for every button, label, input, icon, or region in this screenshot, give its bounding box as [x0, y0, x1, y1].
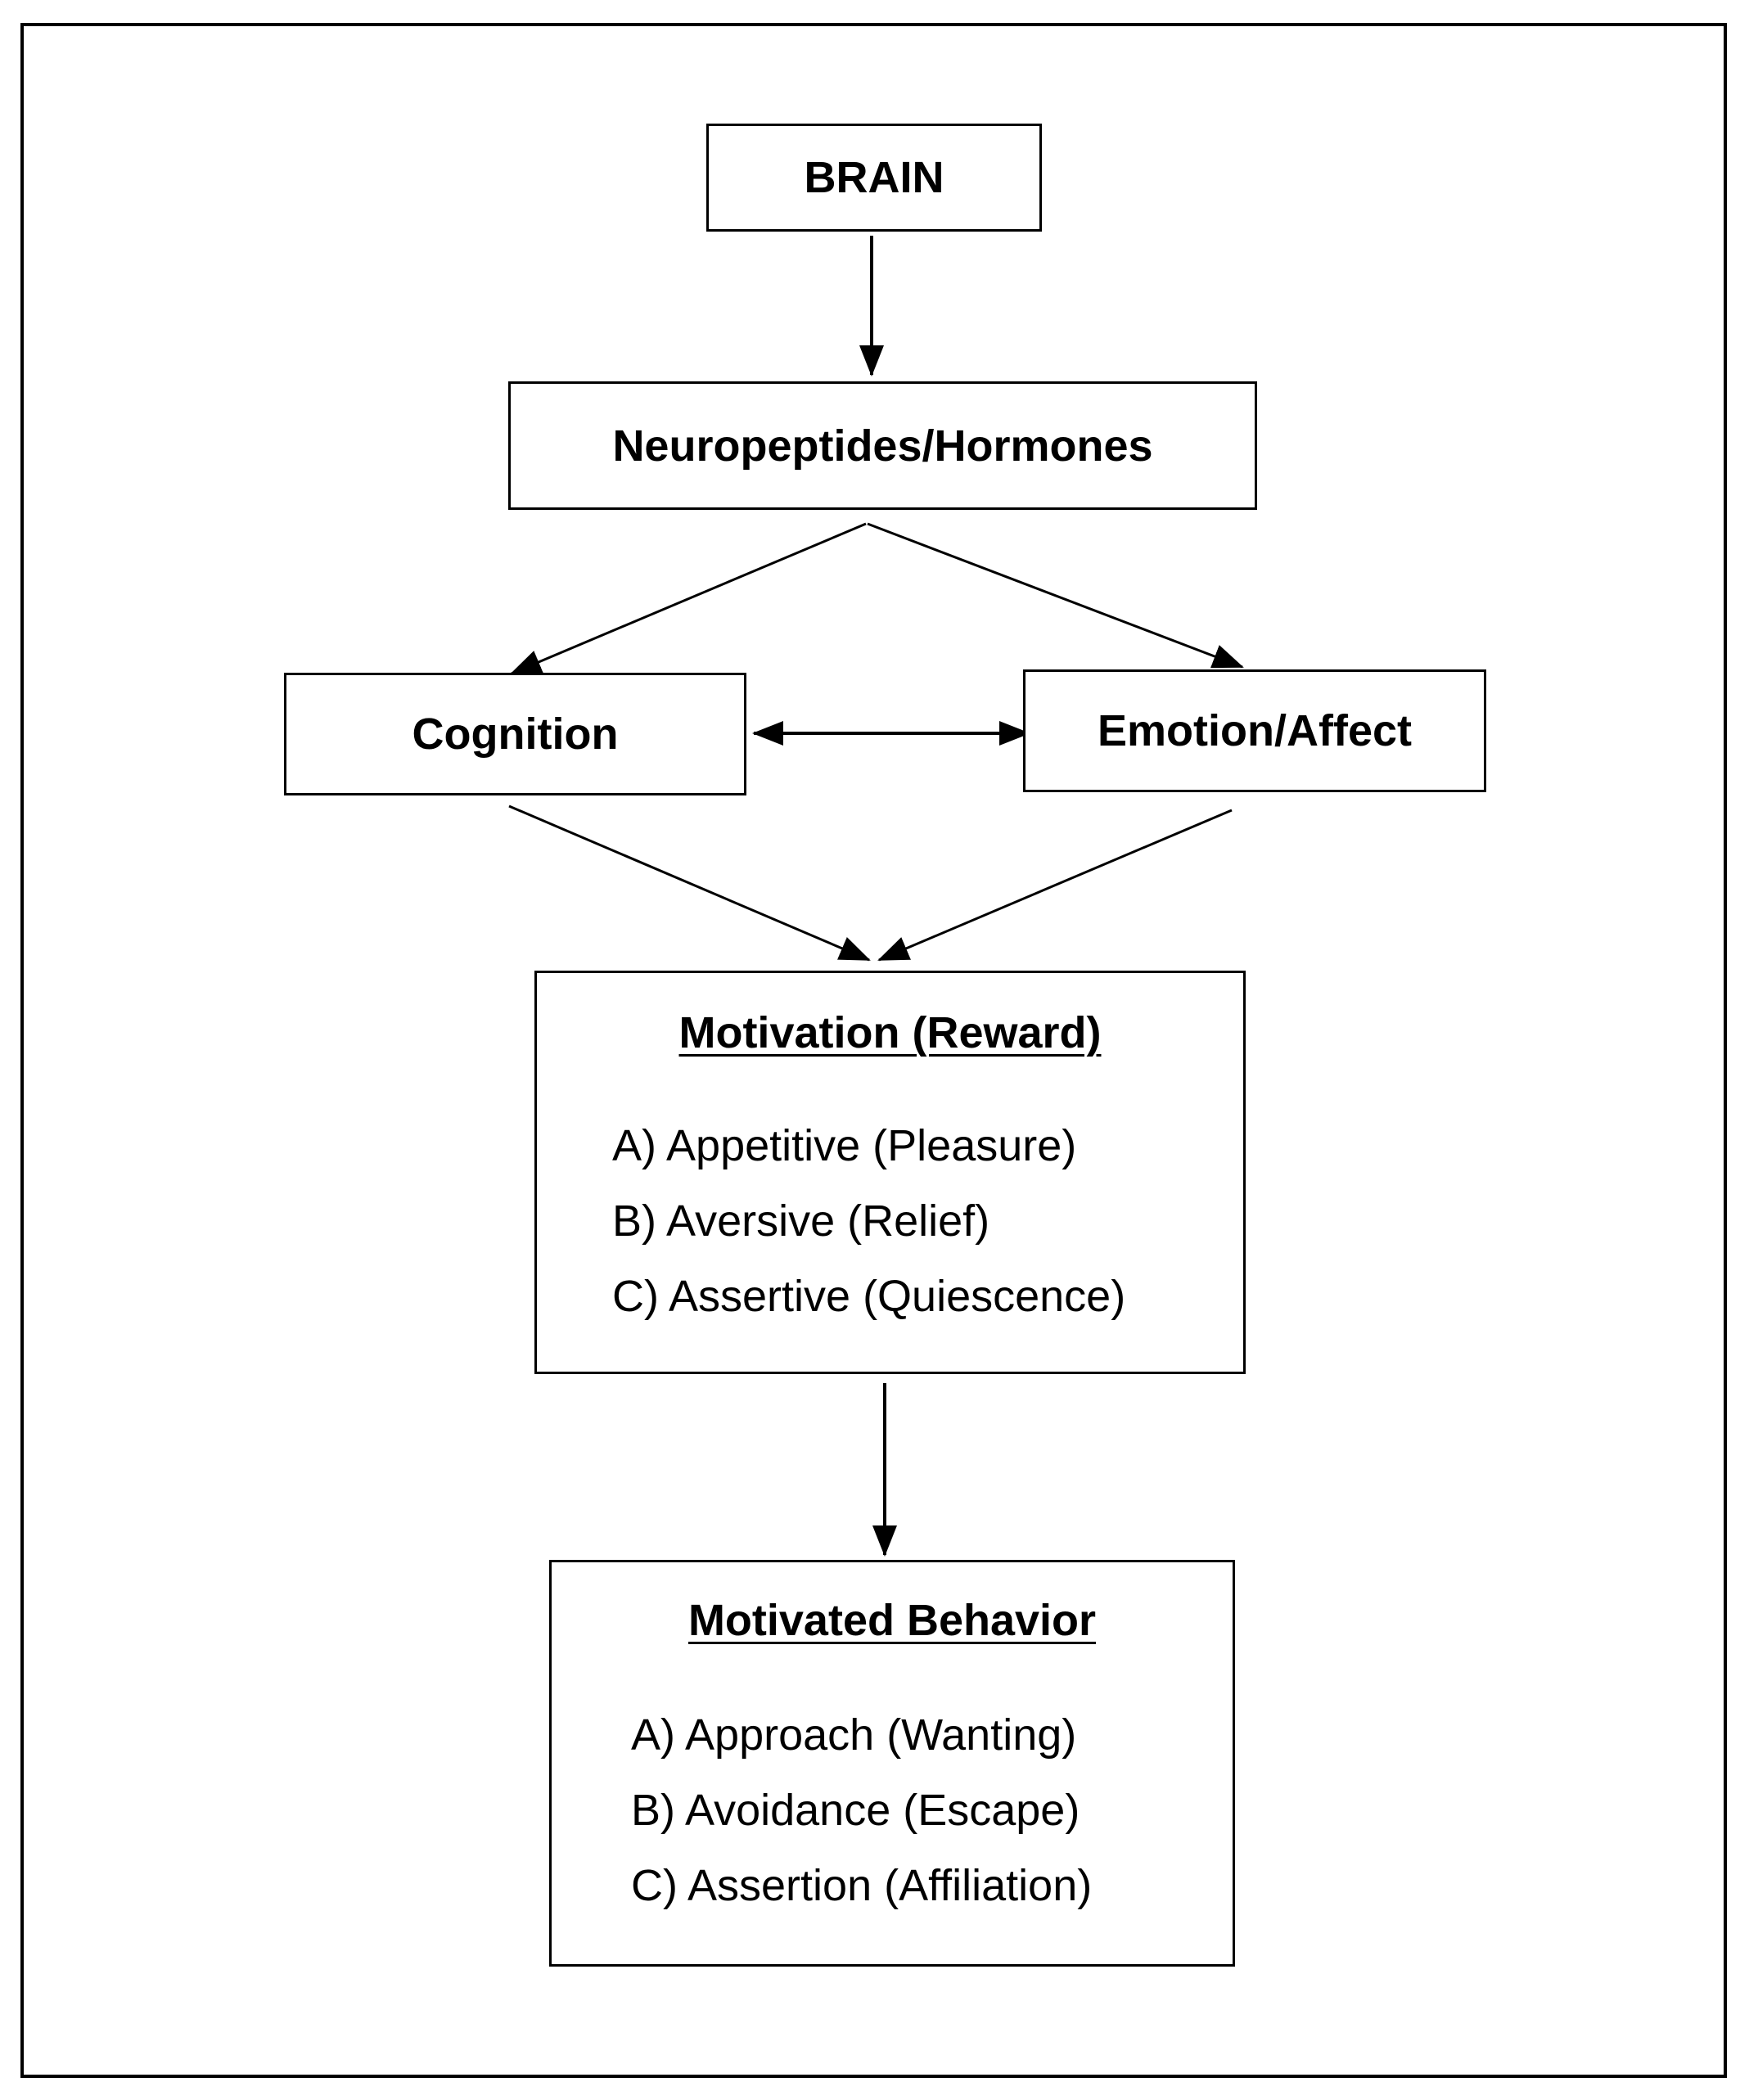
- list-item: C) Assertion (Affiliation): [631, 1861, 1093, 1910]
- list-item: A) Appetitive (Pleasure): [612, 1121, 1077, 1170]
- motivated-behavior-box: Motivated Behavior A) Approach (Wanting)…: [549, 1560, 1235, 1967]
- list-item: C) Assertive (Quiescence): [612, 1272, 1126, 1321]
- list-item: B) Aversive (Relief): [612, 1196, 990, 1246]
- emotion-affect-label: Emotion/Affect: [1098, 706, 1412, 755]
- brain-label: BRAIN: [804, 153, 944, 202]
- motivated-behavior-list: A) Approach (Wanting) B) Avoidance (Esca…: [552, 1697, 1233, 1923]
- list-item: B) Avoidance (Escape): [631, 1786, 1080, 1835]
- motivated-behavior-title: Motivated Behavior: [687, 1596, 1097, 1645]
- motivation-reward-list: A) Appetitive (Pleasure) B) Aversive (Re…: [537, 1108, 1243, 1334]
- neuropeptides-hormones-label: Neuropeptides/Hormones: [612, 421, 1153, 471]
- cognition-label: Cognition: [412, 710, 619, 759]
- arrow-neuropeptides-to-emotion: [867, 522, 1244, 669]
- arrow-emotion-to-motivation: [877, 809, 1233, 962]
- motivation-reward-title: Motivation (Reward): [678, 1008, 1102, 1057]
- motivation-reward-box: Motivation (Reward) A) Appetitive (Pleas…: [534, 971, 1246, 1374]
- arrow-neuropeptides-to-cognition: [510, 522, 867, 675]
- neuropeptides-hormones-box: Neuropeptides/Hormones: [508, 381, 1257, 510]
- cognition-box: Cognition: [284, 673, 746, 795]
- arrow-cognition-to-motivation: [508, 804, 871, 962]
- list-item: A) Approach (Wanting): [631, 1710, 1077, 1760]
- outer-frame: [20, 23, 1727, 2078]
- brain-box: BRAIN: [706, 124, 1042, 232]
- emotion-affect-box: Emotion/Affect: [1023, 669, 1486, 792]
